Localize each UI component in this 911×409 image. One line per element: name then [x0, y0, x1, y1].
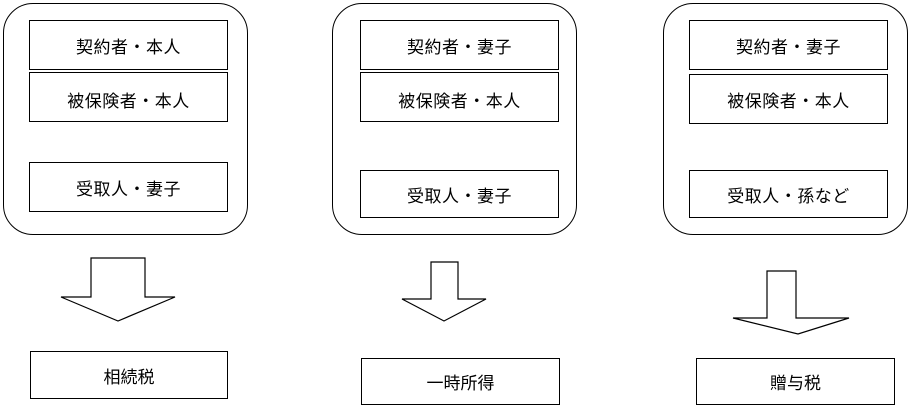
- beneficiary-label-1: 受取人・妻子: [76, 179, 181, 200]
- tax-label-2: 一時所得: [426, 374, 495, 394]
- contractor-label-1: 契約者・本人: [76, 37, 181, 58]
- down-arrow-1: [60, 257, 176, 322]
- tax-label-3: 贈与税: [770, 374, 821, 394]
- tax-result-1: 相続税: [30, 351, 228, 399]
- beneficiary-box-3: 受取人・孫など: [689, 170, 888, 218]
- beneficiary-label-3: 受取人・孫など: [727, 186, 850, 207]
- contractor-label-2: 契約者・妻子: [407, 37, 512, 58]
- contractor-box-1: 契約者・本人: [29, 20, 228, 70]
- insured-box-1: 被保険者・本人: [29, 72, 228, 122]
- tax-result-2: 一時所得: [361, 358, 560, 405]
- contractor-box-2: 契約者・妻子: [360, 20, 559, 70]
- insured-box-3: 被保険者・本人: [689, 74, 888, 124]
- tax-result-3: 贈与税: [696, 358, 895, 405]
- down-arrow-2: [401, 261, 487, 322]
- insured-label-2: 被保険者・本人: [398, 92, 521, 112]
- insured-box-2: 被保険者・本人: [360, 72, 559, 122]
- insured-label-3: 被保険者・本人: [727, 91, 850, 112]
- tax-label-1: 相続税: [103, 367, 155, 388]
- beneficiary-box-2: 受取人・妻子: [360, 170, 559, 218]
- contractor-label-3: 契約者・妻子: [736, 37, 841, 58]
- beneficiary-box-1: 受取人・妻子: [29, 162, 228, 212]
- insured-label-1: 被保険者・本人: [67, 92, 190, 112]
- contractor-box-3: 契約者・妻子: [689, 20, 888, 70]
- down-arrow-3: [732, 270, 850, 335]
- beneficiary-label-2: 受取人・妻子: [407, 186, 512, 207]
